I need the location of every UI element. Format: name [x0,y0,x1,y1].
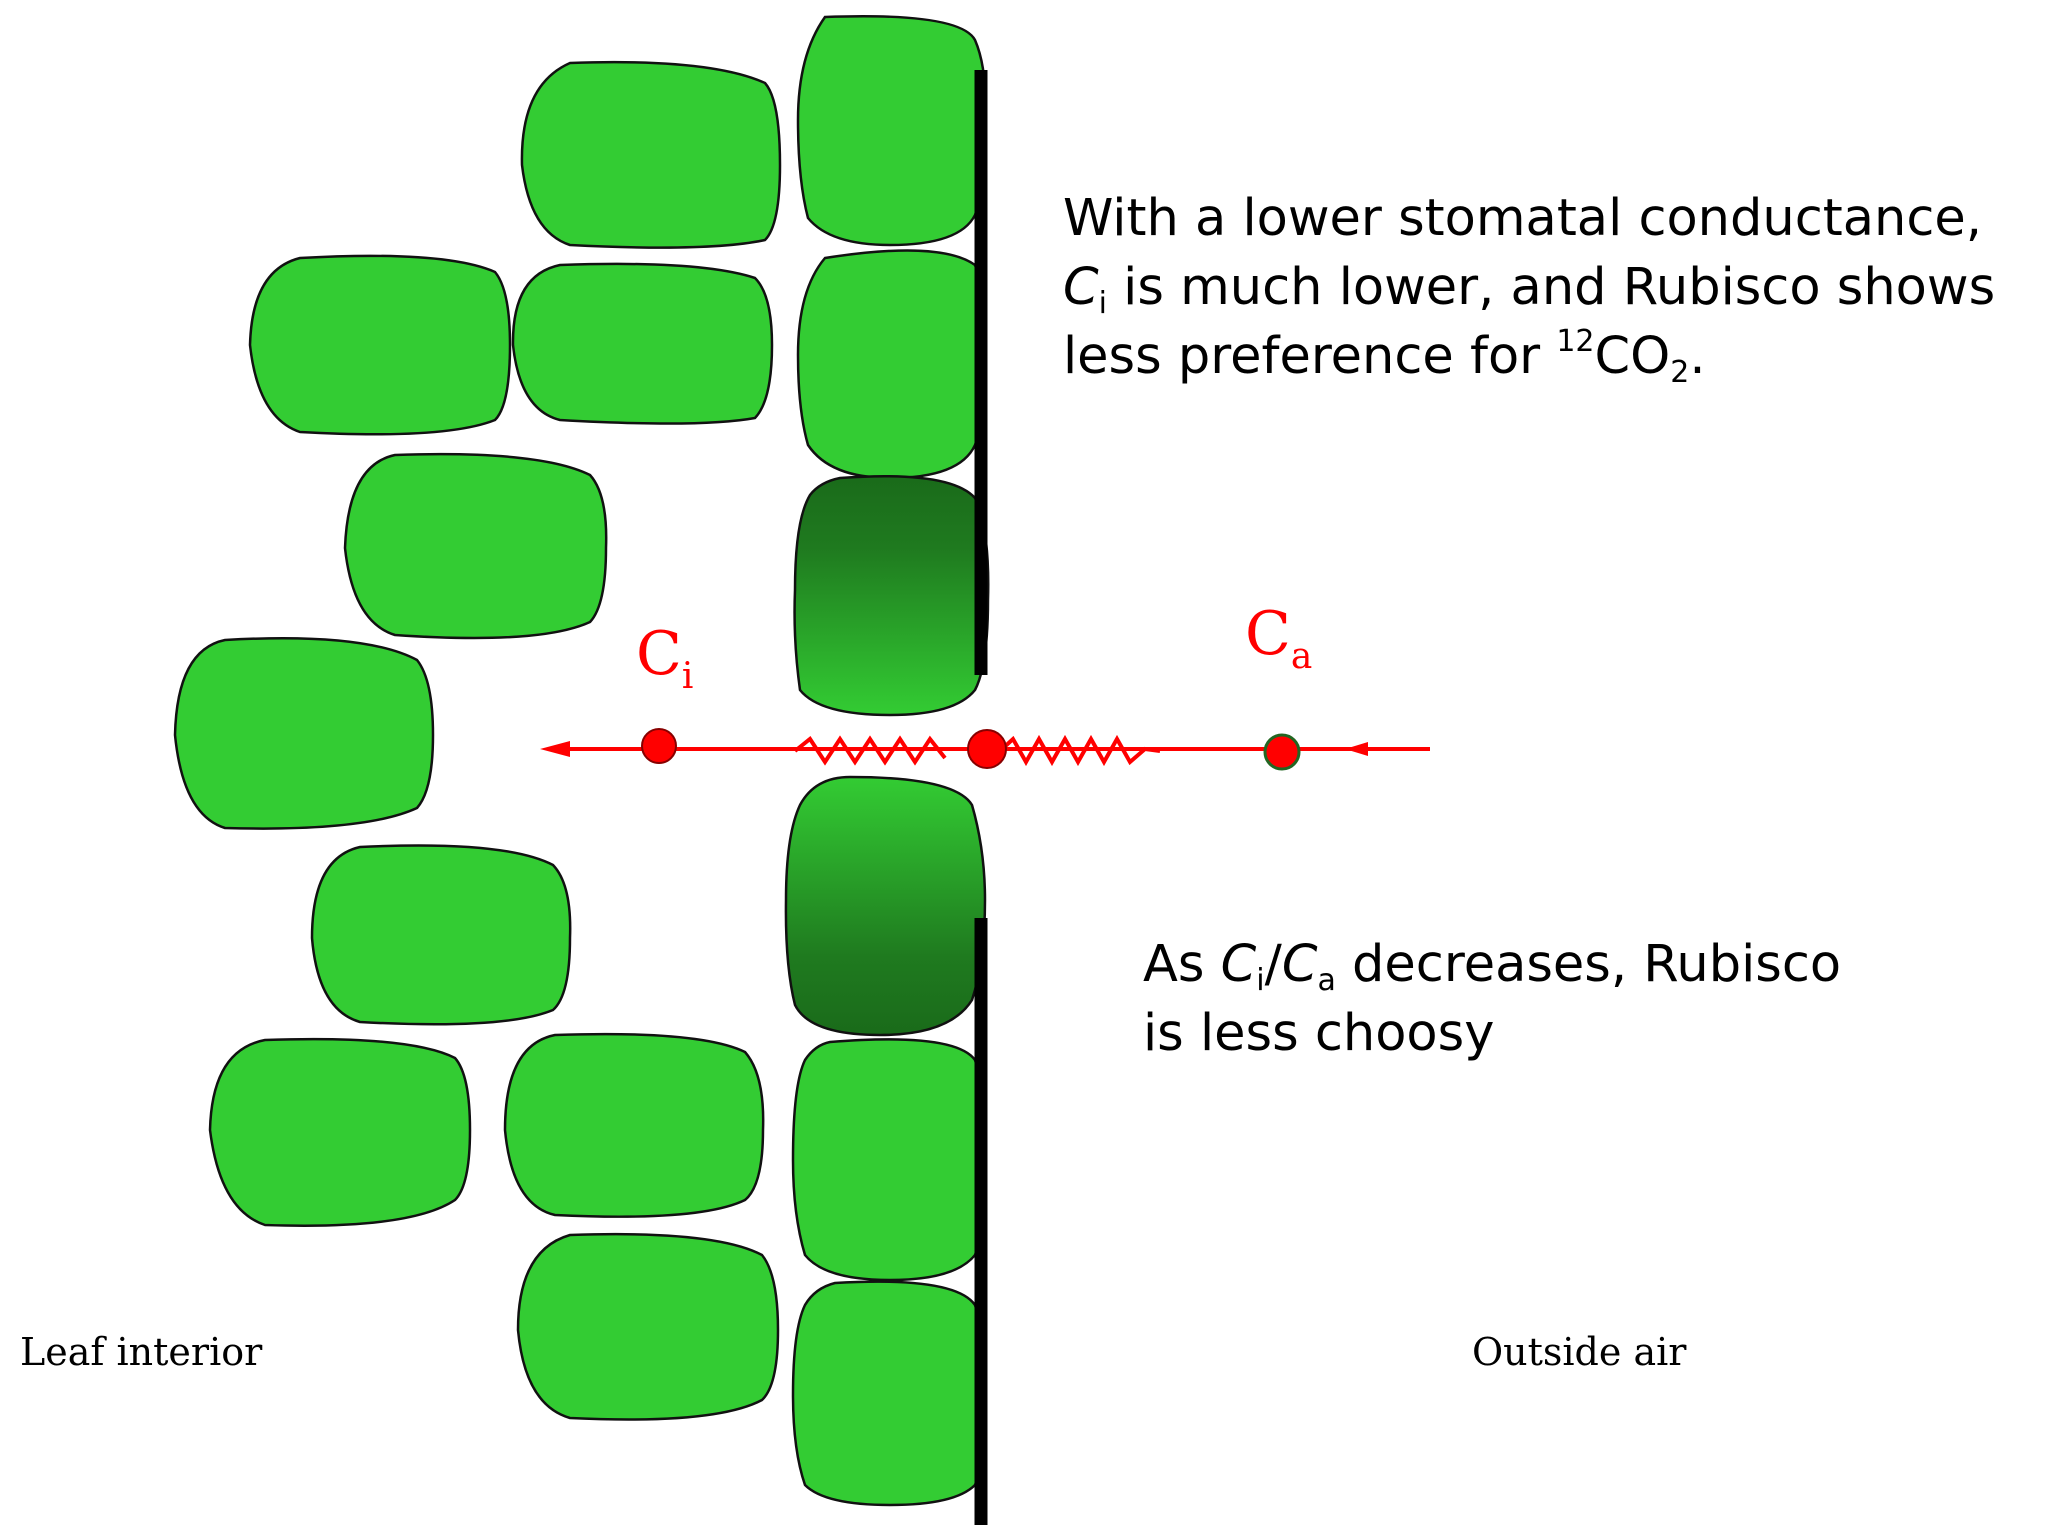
mesophyll-cell-7 [208,1037,472,1227]
leaf-interior-label: Leaf interior [20,1330,263,1374]
caption-bottom-line1: As Ci/Ca decreases, Rubisco [1143,930,1841,999]
caption-top-line2-rest: is much lower, and Rubisco shows [1106,258,1996,317]
mesophyll-cell-2 [248,254,512,436]
mesophyll-cell-3 [511,262,774,425]
mesophyll-cell-5 [173,636,435,830]
caption-top-line2: Ci is much lower, and Rubisco shows [1063,253,1995,322]
ci-label-sub: i [681,656,694,697]
ca-label: Ca [1245,604,1312,675]
mesophyll-cell-4 [343,452,608,640]
caption-top-line1: With a lower stomatal conductance, [1063,189,1982,248]
ci-node [641,728,677,764]
mesophyll-cell-1 [520,60,782,249]
mesophyll-cell-9 [516,1232,780,1421]
incoming-arrowhead [1345,742,1368,756]
caption-top-isotope: 12 [1556,324,1595,359]
caption-top-co2-sub: 2 [1670,355,1690,390]
caption-bottom-ca-sub: a [1317,963,1336,998]
stomatal-node [967,729,1007,769]
caption-top-ci-sub: i [1098,286,1107,321]
caption-bottom-slash: / [1264,935,1282,994]
caption-bottom-pre: As [1143,935,1221,994]
mesophyll-cell-8 [503,1032,765,1218]
caption-top-line3-end: . [1689,327,1706,386]
caption-bottom-line2: is less choosy [1143,1004,1495,1063]
caption-top-line3: less preference for 12CO2. [1063,322,1995,391]
stomatal-resistance-spring [793,735,947,766]
caption-bottom: As Ci/Ca decreases, Rubisco is less choo… [1143,930,1841,1068]
caption-top-co: CO [1594,327,1671,386]
caption-top-ci-var: C [1063,258,1099,317]
guard-cell-upper [793,474,990,717]
caption-bottom-line1-rest: decreases, Rubisco [1335,935,1842,994]
epidermal-cell-upper-1 [796,14,987,247]
caption-bottom-ci-var: C [1220,935,1257,994]
caption-bottom-ca-var: C [1281,935,1318,994]
ci-label-letter: C [636,619,682,689]
epidermal-cell-lower-1 [791,1038,987,1282]
caption-bottom-ci-sub: i [1256,963,1265,998]
ca-label-letter: C [1245,599,1291,669]
leftward-arrowhead [540,741,570,757]
caption-top: With a lower stomatal conductance, Ci is… [1063,184,1995,391]
ca-label-sub: a [1290,636,1313,677]
outside-air-label: Outside air [1472,1330,1687,1374]
epidermal-cell-upper-2 [796,249,987,480]
ca-node [1263,733,1301,771]
caption-top-line3-pre: less preference for [1063,327,1557,386]
ci-label: Ci [636,624,693,695]
guard-cell-lower [784,775,987,1037]
epidermal-cell-lower-2 [791,1280,987,1507]
boundary-layer-resistance-spring [998,734,1161,767]
mesophyll-cell-6 [310,844,572,1026]
